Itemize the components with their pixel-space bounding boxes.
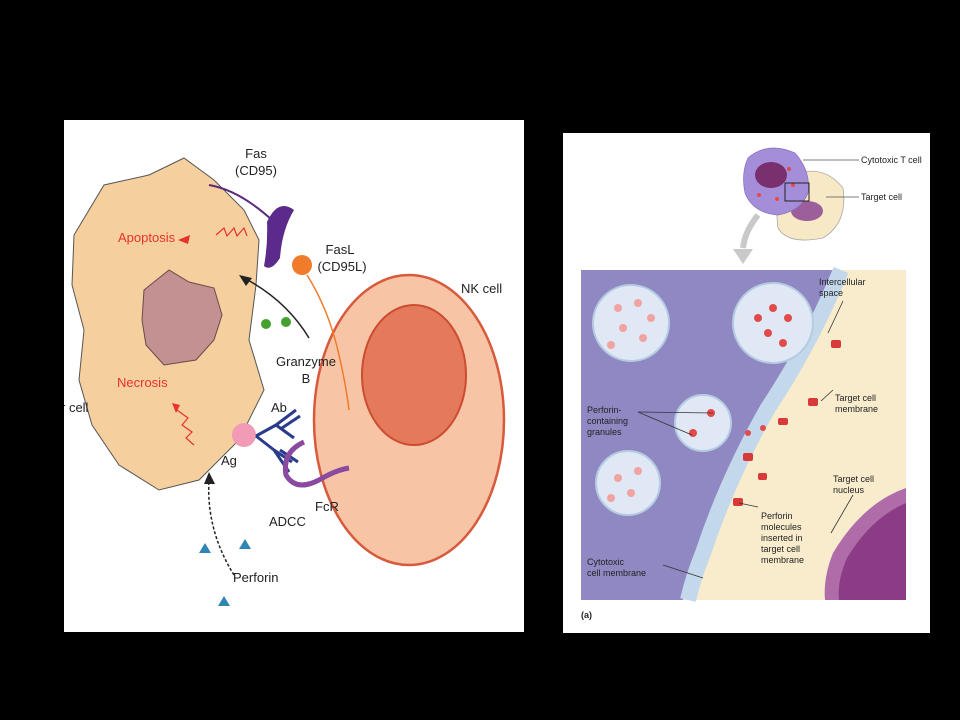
perforin-granules-label-1: Perforin- [587,405,622,415]
granule-dot [791,183,795,187]
fas-receptor [264,206,294,268]
fc-receptor [282,439,350,488]
antibody [255,408,301,473]
granzyme-dot [261,319,271,329]
perforin-triangle [218,596,230,606]
target-cell-label: Target cell [861,192,902,202]
zoom-box [784,182,810,202]
perforin-label: Perforin [233,570,279,585]
granzyme-label: Granzyme [276,354,336,369]
target-cell-membrane-label-1: Target cell [835,393,876,403]
target-cell-membrane-label-2: membrane [835,404,878,414]
nk-diagram-svg: Fas (CD95) FasL (CD95L) NK cell Apoptosi… [64,146,506,606]
apoptosis-zigzag [215,226,248,238]
perforin-molecules-label-3: inserted in [761,533,803,543]
ab-label: Ab [271,400,287,415]
granzyme-arrowhead [239,275,252,286]
magnified-view [581,266,906,602]
intercellular-space-label-2: space [819,288,843,298]
perforin-diagram-svg: Cytotoxic T cell Target cell [581,147,922,620]
perforin-molecules-label-4: target cell [761,544,800,554]
fas-label: Fas [245,146,267,161]
target-cell-nucleus-label-1: Target cell [833,474,874,484]
granule-dot [775,197,779,201]
perforin-molecules-label-5: membrane [761,555,804,565]
ag-label: Ag [221,453,237,468]
perforin-molecules-label-1: Perforin [761,511,793,521]
fcr-label: FcR [315,499,339,514]
perforin-triangle [199,543,211,553]
target-cell-nucleus [141,269,223,366]
fas-stalk [208,184,273,221]
apoptosis-label: Apoptosis [118,230,176,245]
adcc-label: ADCC [269,514,306,529]
nk-cell-label: NK cell [461,281,502,296]
perforin-arrow [207,479,235,576]
panel-tag-label: (a) [581,610,592,620]
intercellular-space-label-1: Intercellular [819,277,866,287]
perforin-granules-label-2: containing [587,416,628,426]
nk-cell-killing-diagram: Fas (CD95) FasL (CD95L) NK cell Apoptosi… [64,120,524,632]
target-cell-label: r cell [64,400,89,415]
necrosis-label: Necrosis [117,375,168,390]
zoom-arrowhead [733,249,753,264]
fasl-ligand [292,255,312,275]
antigen [232,423,256,447]
zoom-arrow [740,213,761,249]
nk-cell-nucleus [361,304,467,446]
cytotoxic-t-cell-mini-nucleus [755,162,787,188]
target-cell-nucleus-label-2: nucleus [833,485,865,495]
apoptosis-arrowhead [178,235,190,244]
granule-dot [757,193,761,197]
cytotoxic-t-cell-label: Cytotoxic T cell [861,155,922,165]
fas-sub-label: (CD95) [235,163,277,178]
granzyme-dot [281,317,291,327]
perforin-mechanism-diagram: Cytotoxic T cell Target cell [563,133,930,633]
fasl-sub-label: (CD95L) [317,259,366,274]
cytotoxic-membrane-label-1: Cytotoxic [587,557,625,567]
necrosis-arrowhead [172,403,180,413]
granule-dot [787,167,791,171]
fasl-stalk [306,274,350,411]
necrosis-zigzag [176,409,195,446]
perforin-triangle [239,539,251,549]
granzyme-arrow [243,277,310,339]
fasl-label: FasL [326,242,355,257]
granzyme-sub-label: B [302,371,311,386]
perforin-granules-label-3: granules [587,427,622,437]
perforin-arrowhead [204,472,215,484]
cytotoxic-membrane-label-2: cell membrane [587,568,646,578]
perforin-molecules-label-2: molecules [761,522,802,532]
